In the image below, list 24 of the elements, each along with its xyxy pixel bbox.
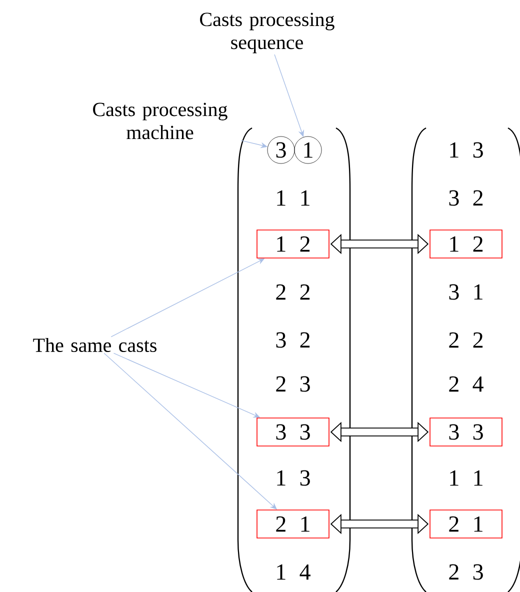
circled-number: 3 <box>267 136 295 164</box>
number-pair: 3 2 <box>449 190 483 206</box>
number-pair: 2 4 <box>449 376 484 392</box>
number-pair: 2 3 <box>276 376 310 392</box>
number-pair: 1 3 <box>277 470 310 486</box>
highlighted-pair: 1 2 <box>256 230 330 258</box>
number-pair: 1 1 <box>277 190 310 206</box>
highlighted-pair: 2 1 <box>256 510 330 538</box>
number-pair: 2 2 <box>276 284 310 300</box>
number-pair: 1 3 <box>450 142 483 158</box>
annotation-text: Casts processing machine <box>93 102 228 140</box>
annotation-text: The same casts <box>33 338 156 352</box>
highlighted-pair: 3 3 <box>256 418 330 446</box>
highlighted-pair: 3 3 <box>430 418 502 446</box>
number-pair: 3 2 <box>276 332 310 348</box>
number-pair: 3 1 <box>449 284 482 300</box>
annotation-text: Casts processing sequence <box>200 12 334 54</box>
number-pair: 2 2 <box>449 332 483 348</box>
number-pair: 1 4 <box>277 564 310 580</box>
circled-number: 1 <box>294 136 322 164</box>
number-pair: 1 1 <box>450 470 482 486</box>
number-pair: 2 3 <box>449 564 483 580</box>
highlighted-pair: 1 2 <box>430 230 502 258</box>
highlighted-pair: 2 1 <box>430 510 502 538</box>
